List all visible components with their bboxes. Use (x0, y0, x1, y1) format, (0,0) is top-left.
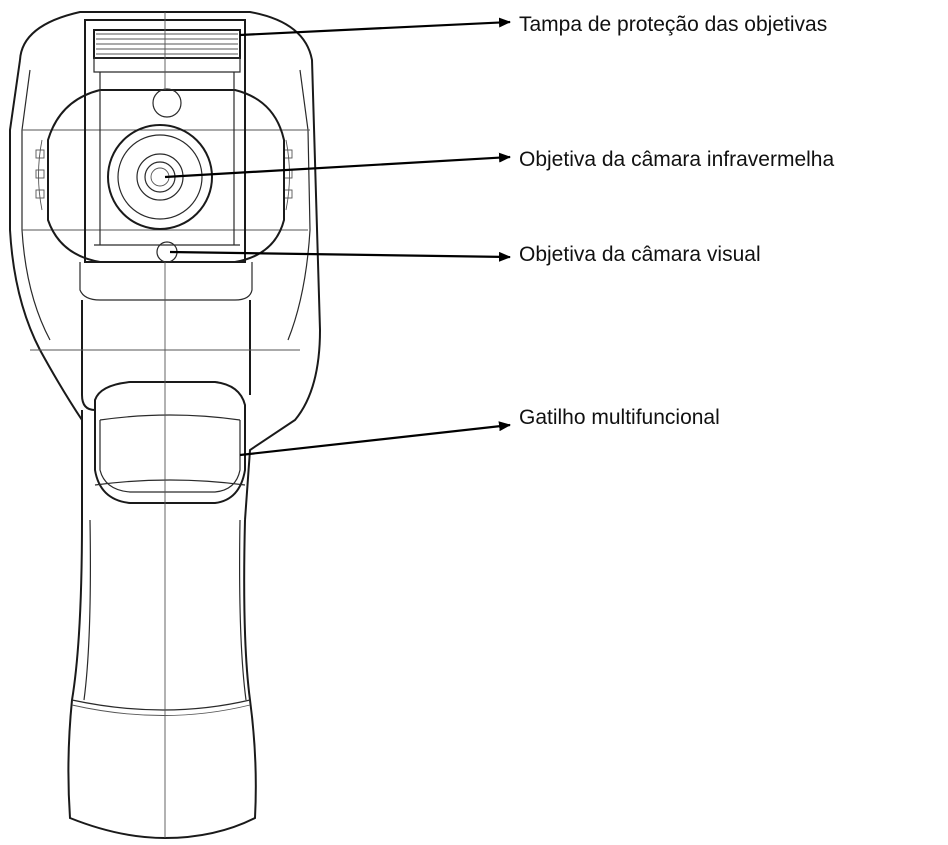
arrow-protection-cover (239, 17, 511, 37)
label-lens-protection-cover: Tampa de proteção das objetivas (519, 13, 828, 36)
label-visual-camera-lens: Objetiva da câmara visual (519, 243, 761, 266)
infrared-lens (107, 124, 213, 230)
camera-handle (67, 12, 257, 840)
lens-housing (47, 89, 285, 301)
label-multifunction-trigger: Gatilho multifuncional (519, 406, 720, 429)
callout-arrows (164, 17, 511, 457)
multifunction-trigger (94, 381, 246, 504)
label-infrared-camera-lens: Objetiva da câmara infravermelha (519, 148, 835, 171)
arrow-visual-lens (169, 250, 511, 262)
camera-body-outline (9, 11, 322, 521)
arrow-infrared-lens (164, 152, 511, 179)
lens-protection-cover (84, 19, 246, 263)
arrow-trigger (239, 421, 511, 457)
